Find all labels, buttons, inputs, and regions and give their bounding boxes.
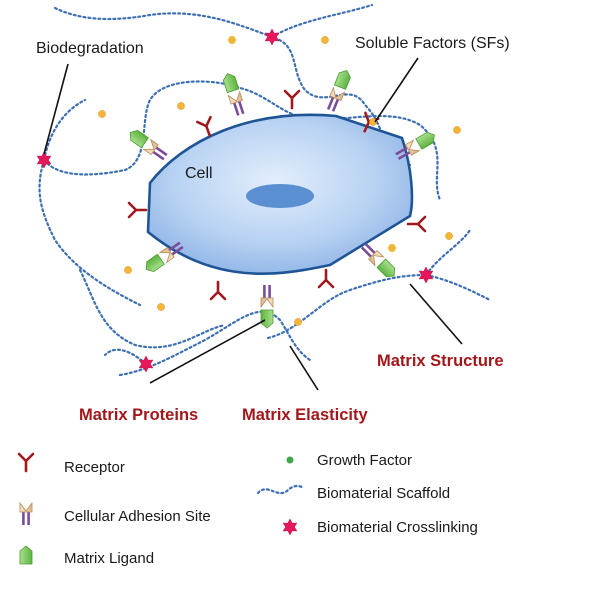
cell-label: Cell [185, 165, 213, 182]
soluble-factor-dot [228, 36, 236, 44]
soluble-factors-label: Soluble Factors (SFs) [355, 35, 510, 52]
matrix-ligand-icon [334, 67, 353, 90]
legend-receptor-label: Receptor [64, 459, 125, 476]
cell-nucleus [246, 184, 314, 208]
legend-adhesion-site-icon [18, 501, 34, 527]
leader-lines [43, 57, 463, 391]
receptor-icon [127, 201, 148, 219]
matrix-structure-label: Matrix Structure [377, 352, 504, 370]
legend: Receptor Cellular Adhesion Site Matrix L… [17, 452, 478, 567]
legend-crosslink-icon [282, 518, 298, 536]
legend-growth-factor-dot [286, 456, 294, 464]
adhesion-site-icon [226, 90, 248, 118]
legend-matrix-ligand-icon [19, 545, 33, 565]
matrix-ligand-icon [415, 129, 438, 150]
soluble-factor-dot [157, 303, 165, 311]
receptor-icon [209, 280, 227, 301]
soluble-factor-dot [124, 266, 132, 274]
matrix-proteins-label: Matrix Proteins [79, 406, 198, 424]
receptor-icon [317, 268, 335, 289]
soluble-factor-dot [177, 102, 185, 110]
legend-scaffold-icon [256, 484, 306, 495]
legend-adhesion-site-label: Cellular Adhesion Site [64, 508, 211, 525]
matrix-elasticity-label: Matrix Elasticity [242, 406, 368, 424]
scaffold-fibers [38, 3, 492, 377]
matrix-ligand-icon [142, 253, 165, 275]
soluble-factor-dot [453, 126, 461, 134]
legend-scaffold-label: Biomaterial Scaffold [317, 485, 450, 502]
matrix-ligand-icon [221, 71, 240, 94]
soluble-factor-dot [388, 244, 396, 252]
adhesion-site-icon [259, 283, 275, 309]
legend-receptor-icon [17, 452, 35, 473]
legend-matrix-ligand-label: Matrix Ligand [64, 550, 154, 567]
adhesion-site-icon [142, 138, 171, 164]
soluble-factor-dot [445, 232, 453, 240]
receptor-icon [283, 89, 301, 110]
biodegradation-label: Biodegradation [36, 40, 144, 57]
legend-crosslink-label: Biomaterial Crosslinking [317, 519, 478, 536]
soluble-factor-dot [98, 110, 106, 118]
legend-growth-factor-label: Growth Factor [317, 452, 412, 469]
soluble-factor-dot [294, 318, 302, 326]
soluble-factor-dot [321, 36, 329, 44]
matrix-ligand-icon [260, 309, 274, 329]
adhesion-site-icon [323, 86, 346, 114]
crosslink-star-icon [264, 28, 280, 46]
receptor-icon [406, 215, 427, 233]
